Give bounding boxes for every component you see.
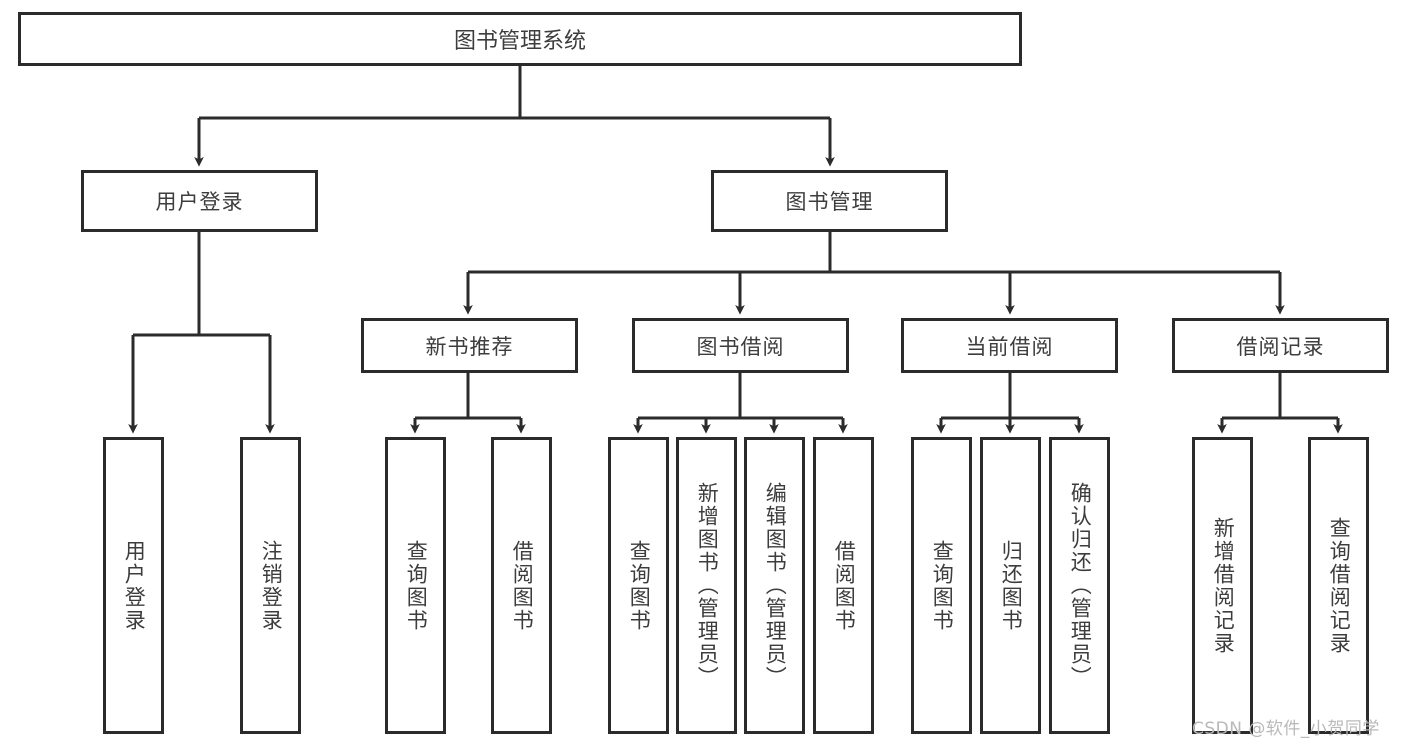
node-current-borrow[interactable]: 当前借阅 (901, 318, 1118, 373)
leaf-logout[interactable]: 注销登录 (240, 437, 301, 734)
node-label: 图书管理 (785, 190, 874, 214)
node-root-system[interactable]: 图书管理系统 (18, 12, 1022, 66)
leaf-label: 查询图书 (627, 539, 652, 632)
node-user-login[interactable]: 用户登录 (81, 170, 318, 232)
leaf-query-borrow-record[interactable]: 查询借阅记录 (1308, 437, 1369, 734)
node-label: 图书借阅 (696, 334, 785, 359)
leaf-label: 编辑图书（管理员） (763, 482, 788, 689)
node-new-book-recommend[interactable]: 新书推荐 (361, 318, 578, 373)
leaf-label: 注销登录 (259, 539, 284, 632)
leaf-edit-book-admin[interactable]: 编辑图书（管理员） (744, 437, 805, 734)
leaf-label: 用户登录 (122, 539, 147, 632)
leaf-user-login[interactable]: 用户登录 (103, 437, 164, 734)
leaf-label: 查询借阅记录 (1327, 516, 1352, 655)
node-book-borrow[interactable]: 图书借阅 (632, 318, 849, 373)
leaf-query-book-current[interactable]: 查询图书 (911, 437, 972, 734)
node-label: 当前借阅 (965, 334, 1054, 359)
node-label: 用户登录 (155, 190, 244, 214)
leaf-add-borrow-record[interactable]: 新增借阅记录 (1192, 437, 1253, 734)
node-label: 借阅记录 (1236, 334, 1325, 359)
leaf-label: 借阅图书 (510, 539, 535, 632)
node-book-management[interactable]: 图书管理 (711, 170, 948, 232)
leaf-confirm-return-admin[interactable]: 确认归还（管理员） (1049, 437, 1110, 734)
leaf-borrow-book-recommend[interactable]: 借阅图书 (491, 437, 552, 734)
leaf-query-book[interactable]: 查询图书 (608, 437, 669, 734)
leaf-add-book-admin[interactable]: 新增图书（管理员） (676, 437, 737, 734)
leaf-label: 查询图书 (930, 539, 955, 632)
leaf-label: 查询图书 (404, 539, 429, 632)
leaf-label: 归还图书 (999, 539, 1024, 632)
leaf-label: 新增借阅记录 (1211, 516, 1236, 655)
leaf-return-book[interactable]: 归还图书 (980, 437, 1041, 734)
watermark: CSDN @软件_小贺同学 (1192, 719, 1380, 739)
leaf-label: 新增图书（管理员） (695, 482, 720, 689)
leaf-borrow-book[interactable]: 借阅图书 (813, 437, 874, 734)
node-label: 新书推荐 (425, 334, 514, 359)
leaf-label: 借阅图书 (832, 539, 857, 632)
node-label: 图书管理系统 (453, 29, 586, 54)
node-borrow-record[interactable]: 借阅记录 (1172, 318, 1389, 373)
leaf-query-book-recommend[interactable]: 查询图书 (385, 437, 446, 734)
leaf-label: 确认归还（管理员） (1068, 482, 1093, 689)
